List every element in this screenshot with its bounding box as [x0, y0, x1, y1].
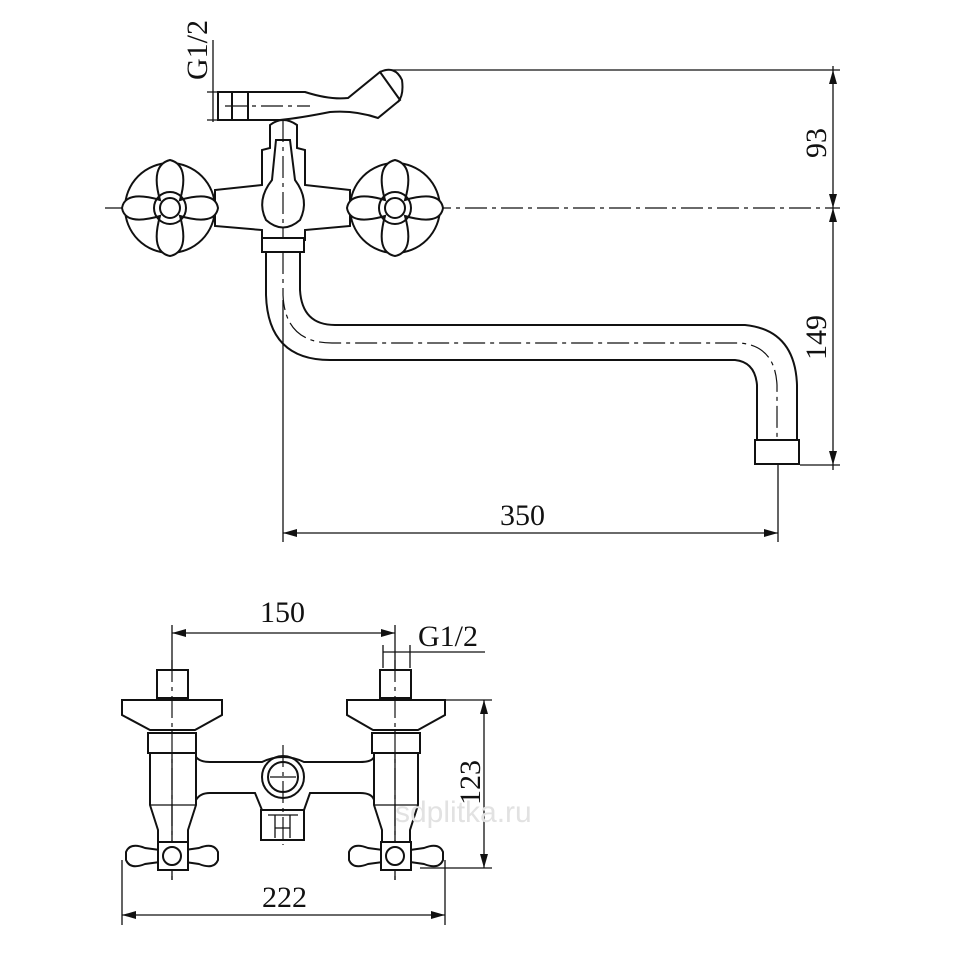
dim-350: 350	[500, 499, 545, 532]
dim-123: 123	[454, 760, 487, 805]
dim-149: 149	[800, 315, 833, 360]
hot-handle-top	[120, 158, 220, 258]
mixer-body	[214, 119, 351, 253]
side-view: G1/2 93 149 350	[105, 20, 840, 542]
cold-handle-top	[345, 158, 445, 258]
dim-93: 93	[800, 128, 833, 158]
dim-150: 150	[260, 596, 305, 629]
spout	[265, 252, 800, 465]
watermark: sdplitka.ru	[395, 796, 532, 829]
front-view: 150 G1/2 123 222	[121, 596, 492, 925]
dim-222: 222	[262, 881, 307, 914]
dimension-lines-side	[105, 40, 840, 542]
right-cross-handle	[348, 841, 444, 871]
left-cross-handle	[125, 841, 219, 871]
diverter-outlet	[217, 68, 404, 121]
dim-thread-front: G1/2	[418, 620, 478, 653]
dim-thread-side: G1/2	[181, 20, 214, 80]
